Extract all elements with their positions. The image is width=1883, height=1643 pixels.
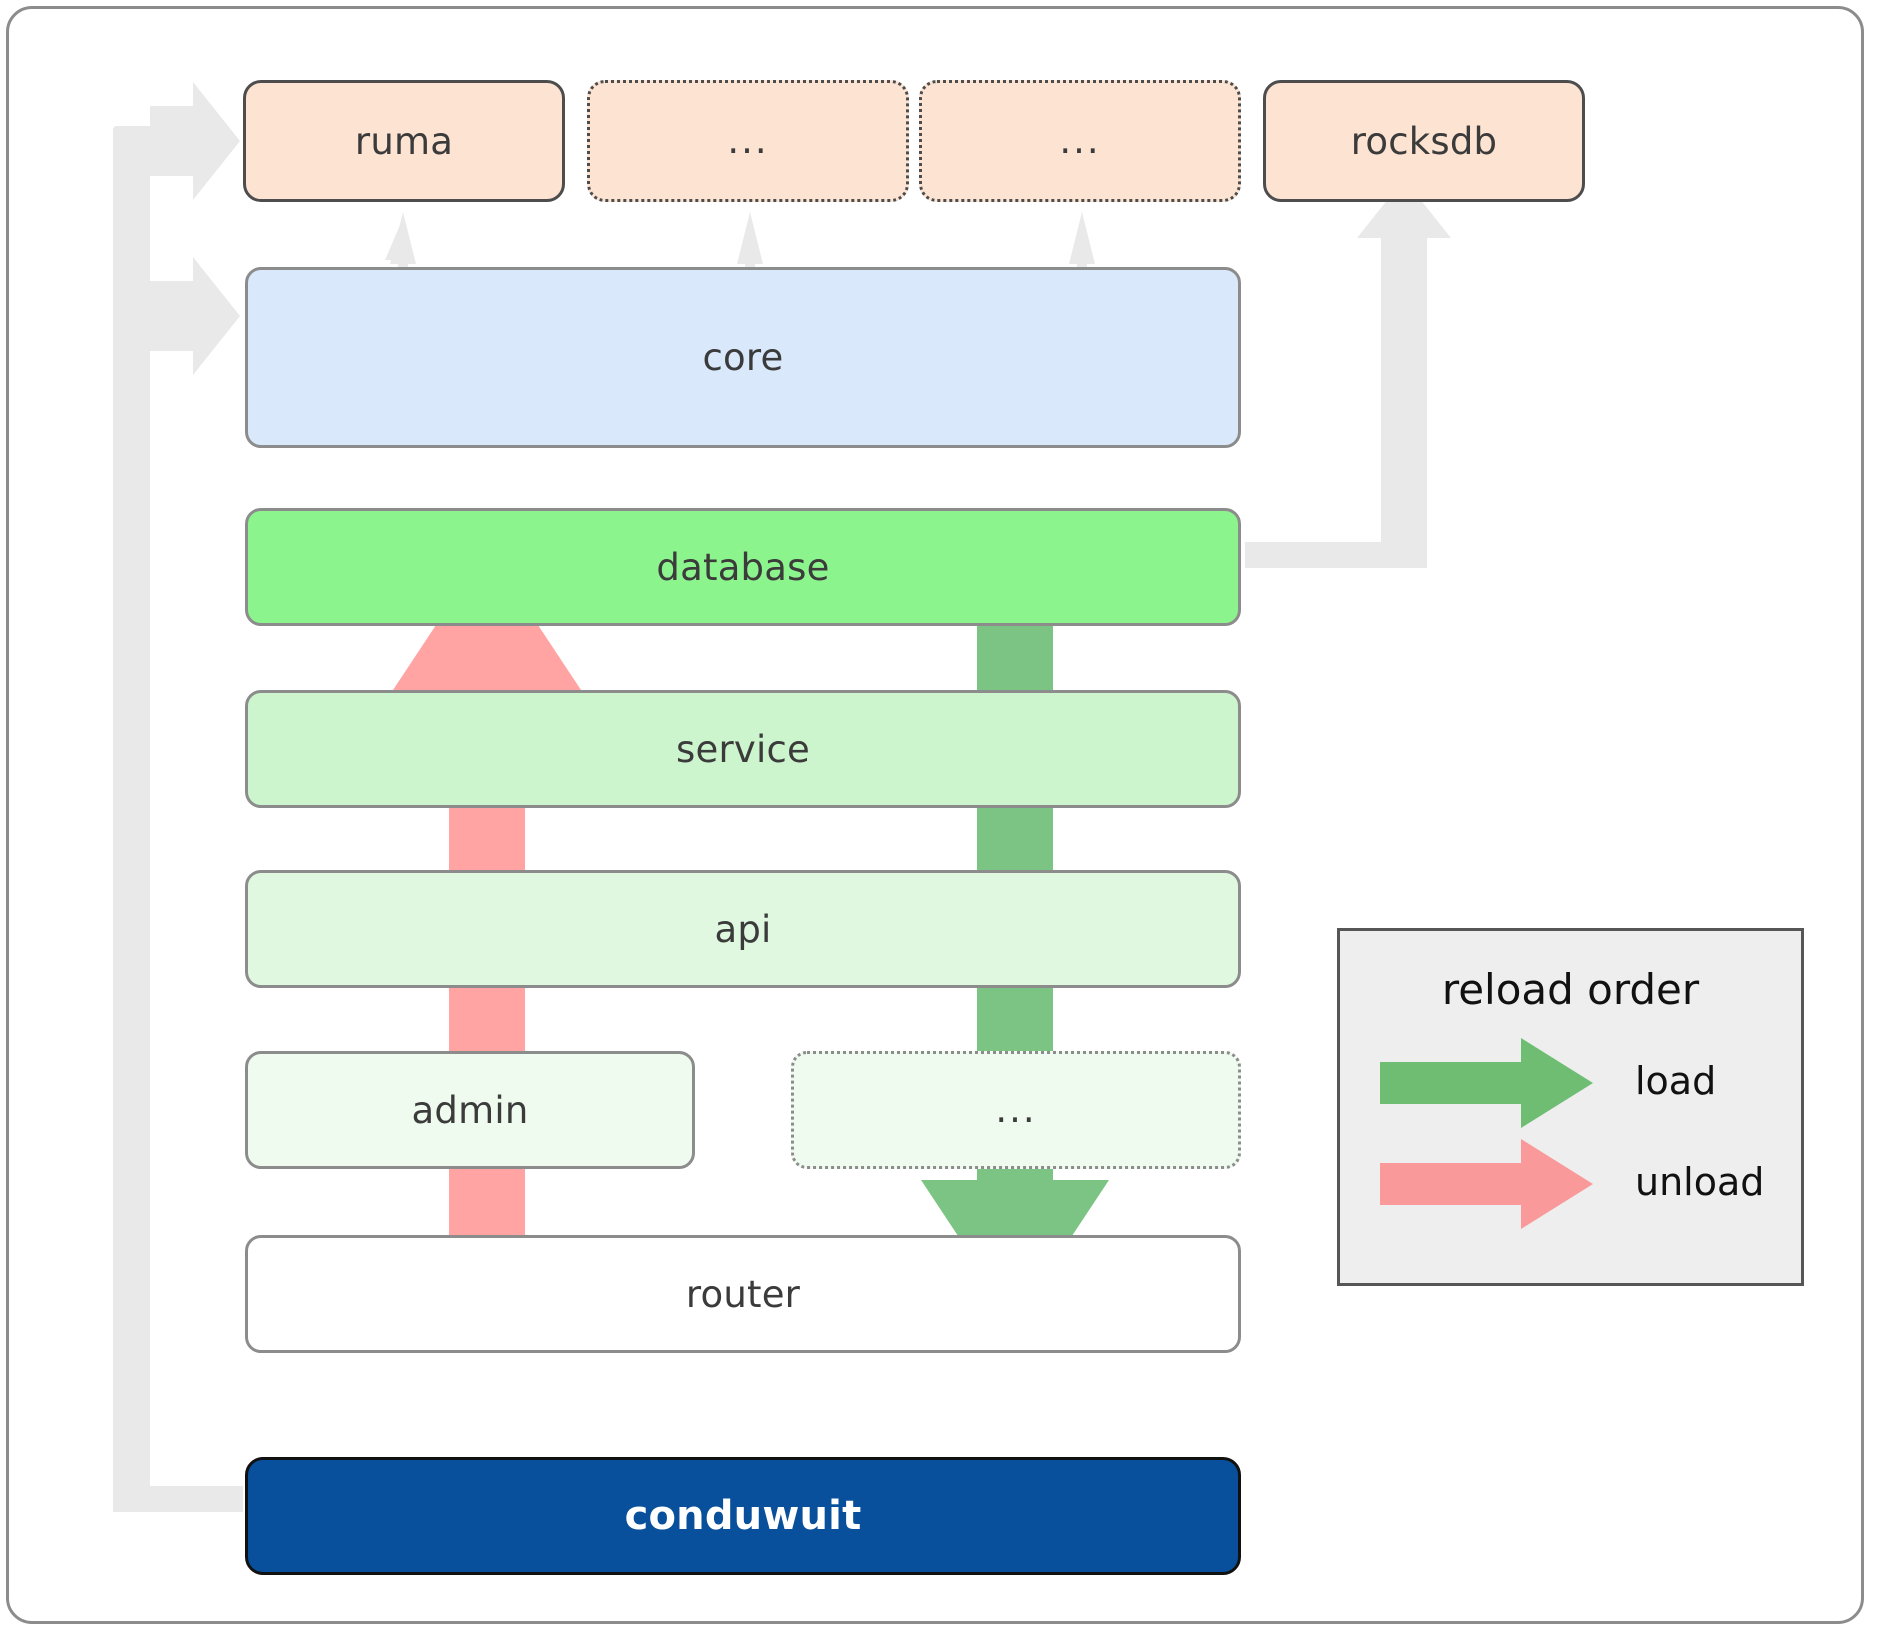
node-admin[interactable]: admin [245,1051,695,1169]
node-layer-ellipsis-label: ... [995,1087,1037,1131]
legend-reload-order: reload order load unload [1337,928,1804,1286]
node-admin-label: admin [411,1088,529,1132]
node-dep-ellipsis-1-label: ... [727,118,769,162]
legend-load-label: load [1635,1059,1717,1103]
node-database[interactable]: database [245,508,1241,626]
node-database-label: database [656,545,830,589]
node-core-label: core [702,336,784,379]
node-ruma-label: ruma [354,119,454,163]
node-rocksdb[interactable]: rocksdb [1263,80,1585,202]
node-core[interactable]: core [245,267,1241,448]
node-layer-ellipsis[interactable]: ... [791,1051,1241,1169]
node-ruma[interactable]: ruma [243,80,565,202]
node-dep-ellipsis-2-label: ... [1059,118,1101,162]
legend-unload-arrow [1380,1139,1593,1229]
legend-unload-label: unload [1635,1160,1765,1204]
node-api-label: api [714,907,772,951]
node-conduwuit[interactable]: conduwuit [245,1457,1241,1575]
node-api[interactable]: api [245,870,1241,988]
node-router-label: router [685,1272,801,1316]
node-dep-ellipsis-1[interactable]: ... [587,80,909,202]
node-dep-ellipsis-2[interactable]: ... [919,80,1241,202]
node-conduwuit-label: conduwuit [624,1493,862,1539]
node-rocksdb-label: rocksdb [1350,119,1498,163]
node-service[interactable]: service [245,690,1241,808]
legend-title: reload order [1441,965,1700,1014]
diagram-frame [6,6,1864,1624]
node-service-label: service [676,727,810,771]
node-router[interactable]: router [245,1235,1241,1353]
legend-load-arrow [1380,1038,1593,1128]
legend-arrows [1380,1038,1593,1229]
